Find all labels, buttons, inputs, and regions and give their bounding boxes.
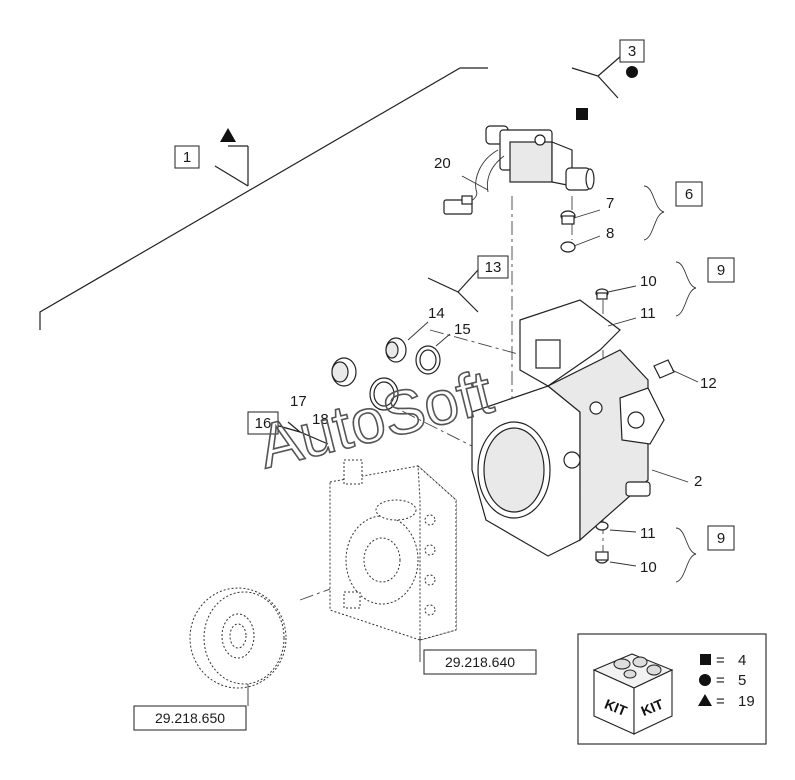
callout-12[interactable]: 12: [700, 375, 717, 392]
svg-text:3: 3: [628, 43, 636, 60]
solenoid-valve: [443, 125, 595, 215]
callout-box-16[interactable]: 16: [247, 411, 279, 435]
svg-text:29.218.640: 29.218.640: [445, 654, 515, 670]
callout-17[interactable]: 17: [290, 393, 307, 410]
square-icon: [700, 654, 711, 665]
callout-18[interactable]: 18: [312, 411, 329, 428]
brace-9-bottom: [675, 527, 697, 583]
svg-text:=: =: [716, 693, 725, 710]
assembly-bracket-1: [39, 67, 488, 330]
callout-10-bottom[interactable]: 10: [640, 559, 657, 576]
assembly-bracket-3: [571, 55, 622, 99]
legend-row-square: = 4: [700, 652, 746, 669]
kit-label-right: KIT: [639, 696, 666, 719]
kit-label-left: KIT: [602, 696, 629, 719]
watermark-text: AutoSoft: [252, 358, 499, 482]
svg-text:=: =: [716, 652, 725, 669]
callout-2[interactable]: 2: [694, 473, 702, 490]
legend-row-triangle: = 19: [698, 693, 755, 710]
assembly-bracket-13: [427, 269, 479, 313]
brace-6: [643, 185, 665, 241]
svg-text:4: 4: [738, 652, 746, 669]
svg-text:9: 9: [717, 262, 725, 279]
callout-box-1[interactable]: 1: [174, 145, 200, 169]
circle-icon: [699, 674, 711, 686]
callout-20[interactable]: 20: [434, 155, 451, 172]
reference-box-640[interactable]: 29.218.640: [423, 649, 537, 675]
svg-text:29.218.650: 29.218.650: [155, 710, 225, 726]
reference-box-650[interactable]: 29.218.650: [133, 705, 247, 731]
kit-legend: KIT KIT = 4 = 5 = 19: [577, 633, 767, 745]
svg-text:1: 1: [183, 149, 191, 166]
port-block: [329, 459, 457, 641]
legend-row-circle: = 5: [699, 672, 746, 689]
callout-box-3[interactable]: 3: [619, 39, 645, 63]
square-icon: [576, 108, 588, 120]
assembly-bracket-16: [271, 421, 329, 445]
pump-housing: [471, 299, 665, 557]
kit-box-icon: KIT KIT: [592, 653, 674, 735]
callout-11-top[interactable]: 11: [640, 305, 656, 322]
callout-leaders: [407, 175, 699, 567]
callout-15[interactable]: 15: [454, 321, 471, 338]
triangle-icon: [220, 128, 236, 142]
pump-front-disk: [189, 587, 287, 689]
callout-box-13[interactable]: 13: [477, 255, 509, 279]
brace-9-top: [675, 261, 697, 317]
svg-text:9: 9: [717, 530, 725, 547]
callout-10-top[interactable]: 10: [640, 273, 657, 290]
svg-text:=: =: [716, 672, 725, 689]
svg-text:13: 13: [485, 259, 502, 276]
callout-box-9-bottom[interactable]: 9: [707, 525, 735, 551]
callout-box-6[interactable]: 6: [675, 181, 703, 207]
svg-text:19: 19: [738, 693, 755, 710]
svg-text:6: 6: [685, 186, 693, 203]
circle-icon: [626, 66, 638, 78]
callout-8[interactable]: 8: [606, 225, 614, 242]
small-parts: [560, 210, 675, 564]
triangle-icon: [698, 694, 712, 706]
callout-14[interactable]: 14: [428, 305, 445, 322]
callout-11-bottom[interactable]: 11: [640, 525, 656, 542]
callout-7[interactable]: 7: [606, 195, 614, 212]
svg-text:16: 16: [255, 415, 272, 432]
callout-box-9-top[interactable]: 9: [707, 257, 735, 283]
seals-and-plugs: [331, 337, 441, 411]
svg-text:5: 5: [738, 672, 746, 689]
